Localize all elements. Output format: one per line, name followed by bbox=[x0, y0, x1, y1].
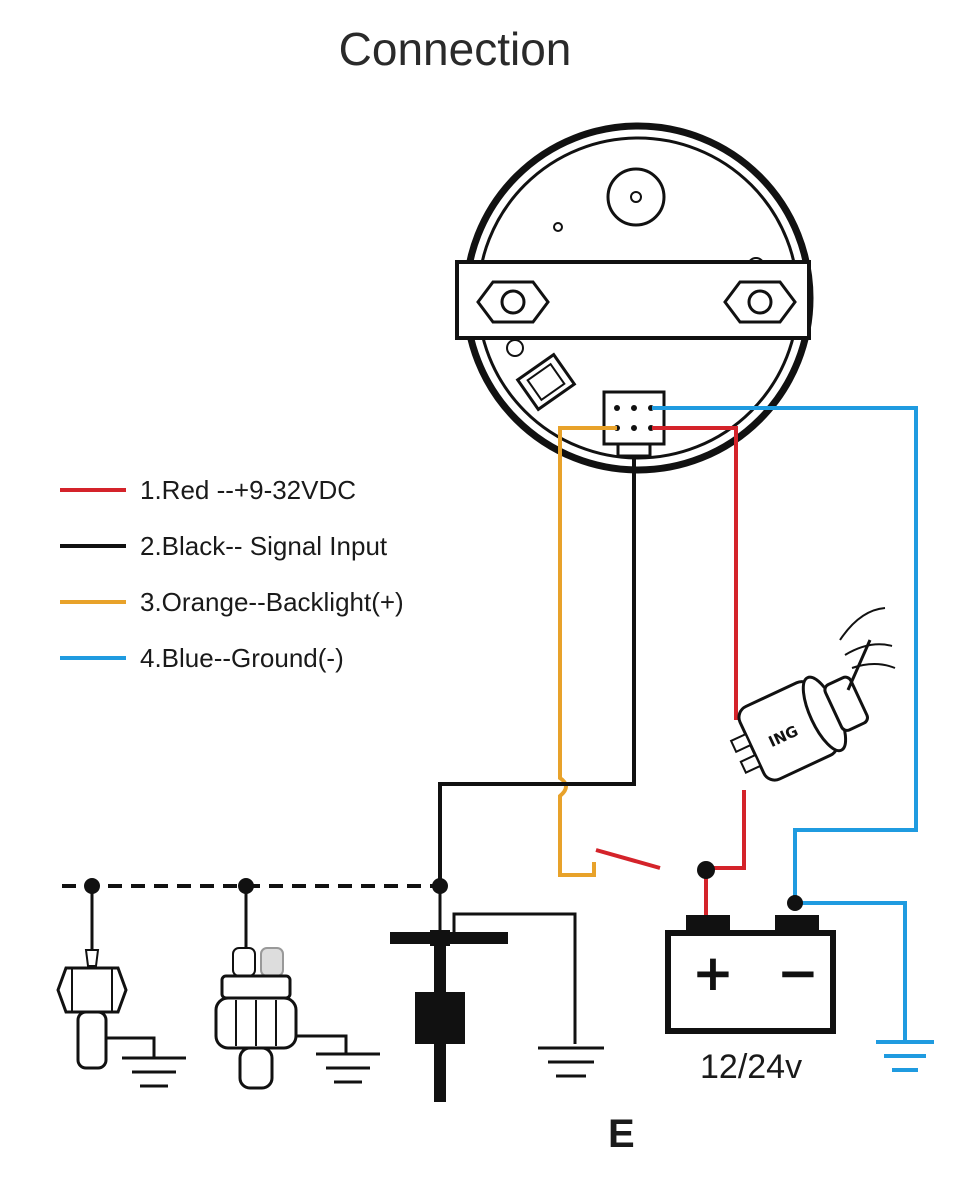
gauge-connector bbox=[602, 390, 666, 458]
legend-item-red: 1.Red --+9-32VDC bbox=[60, 475, 356, 505]
backlight-socket bbox=[515, 352, 577, 412]
black-signal-wire bbox=[438, 456, 636, 888]
blue-ground-wire bbox=[652, 406, 918, 900]
battery-minus-sign: − bbox=[777, 944, 819, 1002]
pressure-sender bbox=[214, 886, 380, 1090]
legend-label: 4.Blue--Ground(-) bbox=[140, 643, 344, 673]
junction-dot bbox=[697, 861, 715, 879]
orange-backlight-wire bbox=[558, 426, 617, 877]
mounting-bracket bbox=[455, 260, 811, 340]
legend-label: 3.Orange--Backlight(+) bbox=[140, 587, 404, 617]
legend: 1.Red --+9-32VDC 2.Black-- Signal Input … bbox=[60, 475, 404, 673]
red-power-wire-battery bbox=[704, 790, 746, 915]
junction-dot bbox=[787, 895, 803, 911]
red-power-switch-link bbox=[595, 848, 661, 870]
battery-voltage-label: 12/24v bbox=[700, 1048, 802, 1086]
legend-label: 1.Red --+9-32VDC bbox=[140, 475, 356, 505]
ignition-switch: ING bbox=[729, 607, 896, 782]
level-sender bbox=[390, 886, 604, 1102]
earth-label: E bbox=[608, 1112, 635, 1156]
red-power-wire bbox=[652, 426, 738, 720]
legend-item-blue: 4.Blue--Ground(-) bbox=[60, 643, 344, 673]
earth-ground-blue bbox=[876, 1040, 934, 1072]
legend-item-orange: 3.Orange--Backlight(+) bbox=[60, 587, 404, 617]
legend-item-black: 2.Black-- Signal Input bbox=[60, 531, 388, 561]
battery: + − 12/24v bbox=[665, 915, 836, 1086]
legend-label: 2.Black-- Signal Input bbox=[140, 531, 388, 561]
battery-plus-sign: + bbox=[692, 944, 734, 1002]
diagram-title: Connection bbox=[338, 23, 572, 75]
blue-ground-wire-to-earth bbox=[795, 901, 907, 1040]
temperature-sender bbox=[56, 886, 186, 1088]
